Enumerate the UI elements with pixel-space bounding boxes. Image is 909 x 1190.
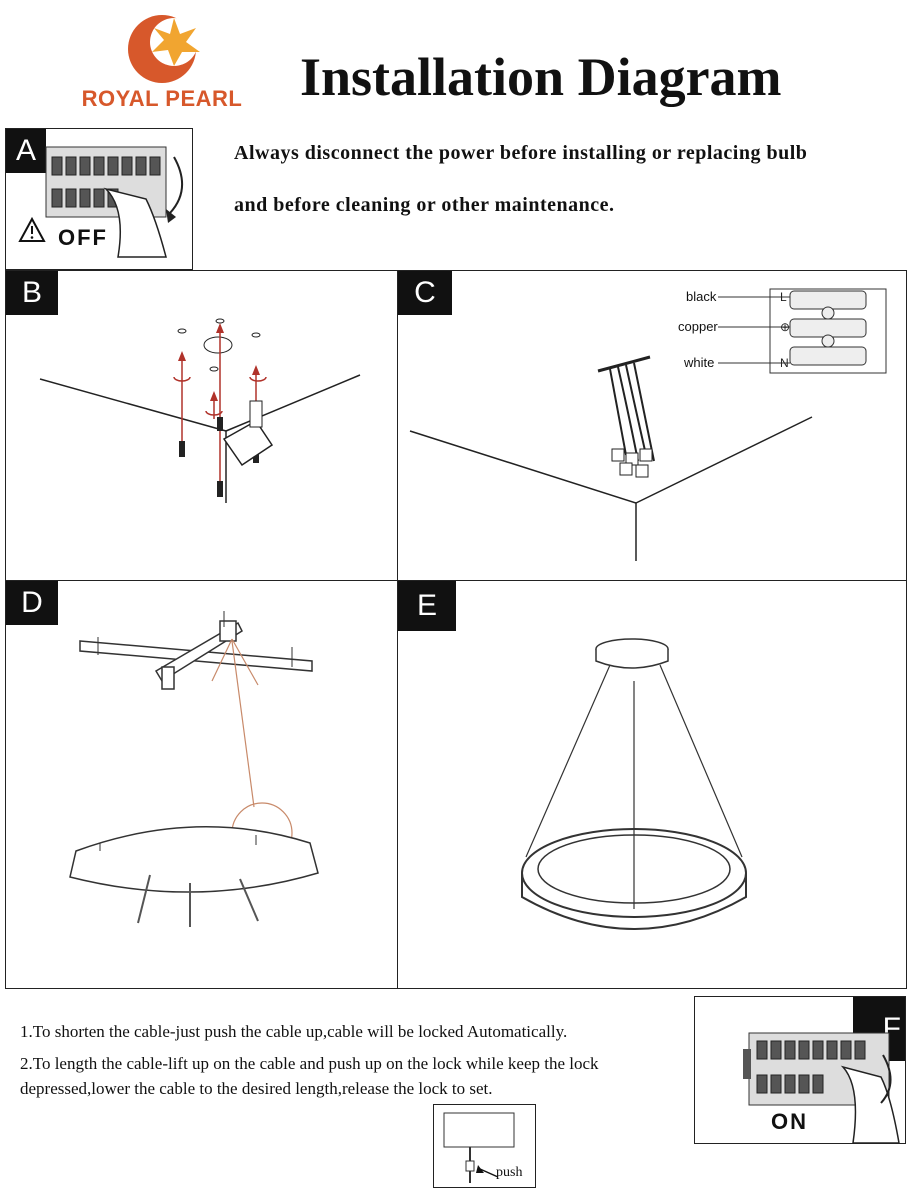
panel-b: B: [5, 270, 398, 581]
panel-c-tag: C: [398, 271, 452, 315]
pendant-ring-drawing: [521, 638, 747, 930]
panel-e: E: [397, 580, 907, 989]
step-2-line-1: 2.To length the cable-lift up on the cab…: [20, 1054, 599, 1073]
wire-label-white: white: [684, 355, 715, 370]
bracket-hang-drawing: [69, 611, 319, 927]
warning-line-1: Always disconnect the power before insta…: [234, 142, 808, 164]
panel-f: F ON: [694, 996, 906, 1144]
logo-brand-text: ROYAL PEARL: [81, 86, 243, 111]
panel-d-tag: D: [6, 581, 58, 625]
page-title: Installation Diagram: [300, 47, 782, 107]
panel-a: A OFF: [5, 128, 193, 270]
step-2-line-2: depressed,lower the cable to the desired…: [20, 1079, 493, 1098]
ceiling-mount-drawing: [39, 318, 361, 503]
svg-text:⊕: ⊕: [780, 320, 790, 334]
step-1-text: 1.To shorten the cable-just push the cab…: [20, 1022, 568, 1041]
svg-text:L: L: [780, 290, 787, 304]
panel-c: C L ⊕ N black copper white: [397, 270, 907, 581]
panel-b-tag: B: [6, 271, 58, 315]
wire-label-black: black: [686, 289, 717, 304]
breaker-switch-on-icon: [743, 1032, 900, 1143]
panel-e-tag: E: [398, 581, 456, 631]
logo-emblem: [128, 15, 200, 83]
wire-label-copper: copper: [678, 319, 718, 334]
panel-a-tag: A: [6, 129, 46, 173]
push-label: push: [496, 1165, 523, 1180]
warning-line-2: and before cleaning or other maintenance…: [234, 194, 615, 216]
wiring-drawing: L ⊕ N: [409, 288, 887, 561]
off-label: OFF: [58, 225, 108, 250]
svg-text:N: N: [780, 356, 789, 370]
logo: ROYAL PEARL: [62, 6, 262, 114]
breaker-switch-icon: [18, 146, 184, 258]
on-label: ON: [771, 1109, 808, 1134]
cable-lock-drawing: [443, 1112, 515, 1183]
panel-d: D: [5, 580, 398, 989]
cable-lock-diagram: push: [433, 1104, 536, 1188]
